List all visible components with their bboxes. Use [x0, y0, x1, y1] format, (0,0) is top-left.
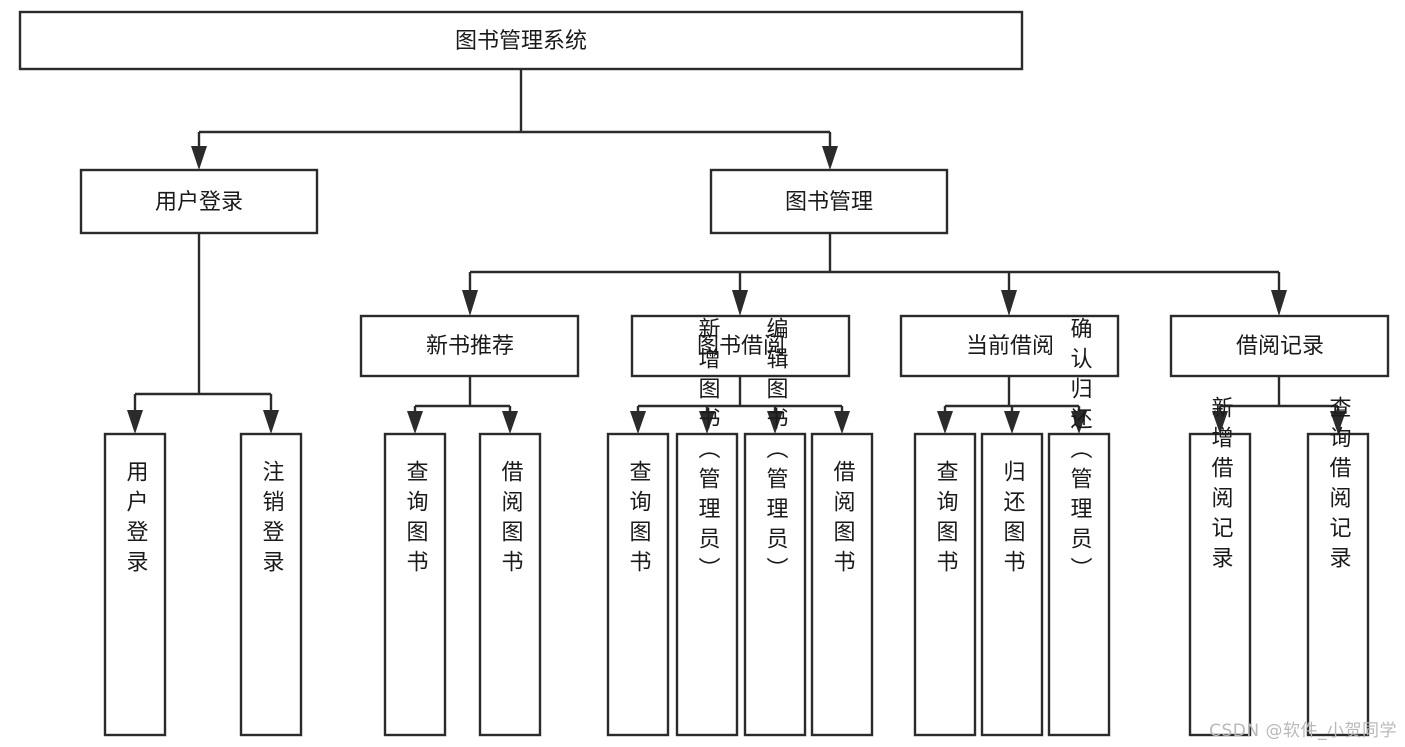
leaf-confirm-return-admin-label: 确认归还（管理员） — [1067, 317, 1093, 587]
node-book-borrow-rect[interactable] — [630, 314, 851, 378]
node-current-borrow-rect[interactable] — [899, 314, 1120, 378]
node-user-login-label: 用户登录 — [155, 190, 243, 215]
arrow-to-leaf-borrow-book-2 — [834, 411, 850, 434]
connector-layer — [127, 69, 1346, 434]
arrow-to-leaf-user-login — [127, 410, 143, 434]
leaf-query-book-1-rect[interactable] — [383, 432, 447, 737]
arrow-to-borrow-record — [1271, 290, 1287, 316]
leaf-borrow-book-2-rect[interactable] — [810, 432, 874, 737]
leaf-query-book-3[interactable]: 查询图书 — [913, 432, 977, 737]
arrow-to-leaf-add-book-admin — [699, 411, 715, 434]
arrow-to-leaf-query-borrow-record — [1330, 411, 1346, 434]
leaf-confirm-return-admin-rect[interactable] — [1047, 432, 1111, 737]
arrow-to-book-borrow — [732, 290, 748, 316]
node-user-login[interactable]: 用户登录 — [79, 168, 319, 235]
leaf-add-book-admin-label: 新增图书（管理员） — [695, 317, 721, 587]
leaf-user-login[interactable]: 用户登录 — [103, 432, 167, 737]
leaf-edit-book-admin[interactable]: 编辑图书（管理员） — [743, 317, 807, 737]
leaf-return-book-rect[interactable] — [980, 432, 1044, 737]
connector-bookmgmt-to-level3 — [468, 233, 1281, 292]
node-current-borrow[interactable]: 当前借阅 — [899, 314, 1120, 378]
arrow-to-book-management — [822, 146, 838, 170]
arrow-to-leaf-query-book-1 — [407, 411, 423, 434]
node-borrow-record[interactable]: 借阅记录 — [1169, 314, 1390, 378]
leaf-edit-book-admin-rect[interactable] — [743, 432, 807, 737]
arrow-to-leaf-return-book — [1004, 411, 1020, 434]
leaf-query-book-2[interactable]: 查询图书 — [606, 432, 670, 737]
leaf-return-book-label: 归还图书 — [1000, 460, 1026, 580]
node-current-borrow-label: 当前借阅 — [966, 334, 1054, 359]
leaf-user-login-label: 用户登录 — [123, 460, 149, 580]
connector-userlogin-to-leaves — [133, 233, 273, 412]
leaf-query-book-1[interactable]: 查询图书 — [383, 432, 447, 737]
arrow-to-leaf-borrow-book-1 — [502, 411, 518, 434]
leaf-query-book-3-rect[interactable] — [913, 432, 977, 737]
node-book-borrow[interactable]: 图书借阅 — [630, 314, 851, 378]
arrow-to-leaf-query-book-3 — [937, 411, 953, 434]
leaf-borrow-book-1-label: 借阅图书 — [498, 460, 524, 580]
connector-currentborrow-to-leaves — [943, 376, 1081, 414]
arrow-to-leaf-edit-book-admin — [767, 411, 783, 434]
node-borrow-record-rect[interactable] — [1169, 314, 1390, 378]
leaf-logout-login-label: 注销登录 — [259, 460, 285, 580]
leaf-query-book-2-label: 查询图书 — [626, 460, 652, 580]
leaf-borrow-book-2[interactable]: 借阅图书 — [810, 432, 874, 737]
node-book-management-rect[interactable] — [709, 168, 949, 235]
leaf-return-book[interactable]: 归还图书 — [980, 432, 1044, 737]
leaf-logout-login[interactable]: 注销登录 — [239, 432, 303, 737]
leaf-add-borrow-record-rect[interactable] — [1188, 432, 1252, 737]
leaf-add-book-admin-rect[interactable] — [675, 432, 739, 737]
connector-borrowrecord-to-leaves — [1218, 376, 1340, 414]
arrow-to-leaf-confirm-return-admin — [1071, 411, 1087, 434]
node-user-login-rect[interactable] — [79, 168, 319, 235]
node-new-book-recommend-rect[interactable] — [359, 314, 580, 378]
leaf-borrow-book-1-rect[interactable] — [478, 432, 542, 737]
leaf-query-book-3-label: 查询图书 — [933, 460, 959, 580]
node-book-management[interactable]: 图书管理 — [709, 168, 949, 235]
leaf-query-borrow-record[interactable]: 查询借阅记录 — [1306, 396, 1370, 737]
node-root-rect[interactable] — [18, 10, 1024, 71]
leaf-add-book-admin[interactable]: 新增图书（管理员） — [675, 317, 739, 737]
node-root-label: 图书管理系统 — [455, 29, 587, 54]
arrow-to-leaf-logout-login — [263, 410, 279, 434]
leaf-edit-book-admin-label: 编辑图书（管理员） — [763, 317, 789, 587]
connector-newbook-to-leaves — [413, 376, 512, 414]
leaf-query-borrow-record-label: 查询借阅记录 — [1326, 396, 1352, 576]
leaf-confirm-return-admin[interactable]: 确认归还（管理员） — [1047, 317, 1111, 737]
leaf-query-borrow-record-rect[interactable] — [1306, 432, 1370, 737]
leaf-borrow-book-1[interactable]: 借阅图书 — [478, 432, 542, 737]
node-book-borrow-label: 图书借阅 — [697, 334, 785, 359]
node-new-book-recommend[interactable]: 新书推荐 — [359, 314, 580, 378]
node-new-book-recommend-label: 新书推荐 — [426, 334, 514, 359]
leaf-logout-login-rect[interactable] — [239, 432, 303, 737]
arrow-to-current-borrow — [1001, 290, 1017, 316]
node-borrow-record-label: 借阅记录 — [1236, 334, 1324, 359]
arrow-to-leaf-add-borrow-record — [1212, 411, 1228, 434]
arrow-to-user-login — [191, 146, 207, 170]
leaf-add-borrow-record-label: 新增借阅记录 — [1208, 396, 1234, 576]
arrow-to-leaf-query-book-2 — [630, 411, 646, 434]
leaf-borrow-book-2-label: 借阅图书 — [830, 460, 856, 580]
leaf-user-login-rect[interactable] — [103, 432, 167, 737]
connector-root-to-level2 — [197, 69, 832, 148]
arrow-to-new-book-recommend — [462, 290, 478, 316]
node-book-management-label: 图书管理 — [785, 190, 873, 215]
leaf-query-book-2-rect[interactable] — [606, 432, 670, 737]
leaf-query-book-1-label: 查询图书 — [403, 460, 429, 580]
leaf-add-borrow-record[interactable]: 新增借阅记录 — [1188, 396, 1252, 737]
connector-bookborrow-to-leaves — [636, 376, 844, 414]
node-root[interactable]: 图书管理系统 — [18, 10, 1024, 71]
